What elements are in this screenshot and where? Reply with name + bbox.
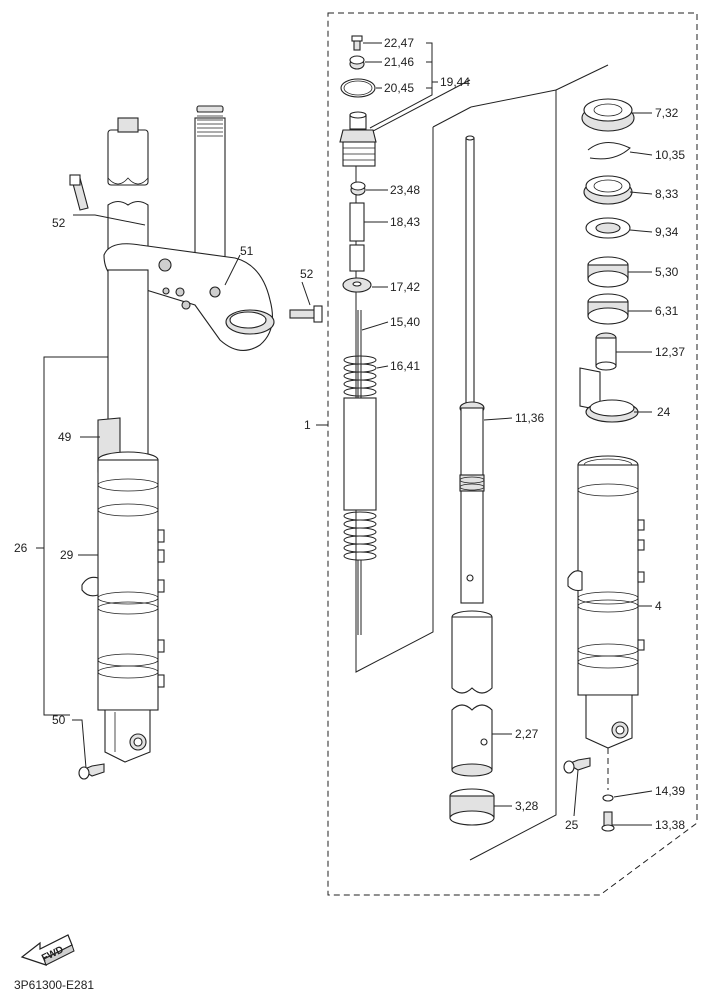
assembled-fork <box>69 105 323 780</box>
damper-rod-bracket <box>355 79 471 673</box>
label-7-32: 7,32 <box>655 106 679 120</box>
label-16-41: 16,41 <box>390 359 420 373</box>
label-50: 50 <box>52 713 66 727</box>
label-20-45: 20,45 <box>384 81 414 95</box>
label-14-39: 14,39 <box>655 784 685 798</box>
label-1: 1 <box>304 418 311 432</box>
label-24: 24 <box>657 405 671 419</box>
label-21-46: 21,46 <box>384 55 414 69</box>
label-12-37: 12,37 <box>655 345 685 359</box>
label-6-31: 6,31 <box>655 304 679 318</box>
label-13-38: 13,38 <box>655 818 685 832</box>
outer-tube-parts <box>563 98 645 832</box>
label-11-36: 11,36 <box>515 411 544 425</box>
inner-tube-bracket <box>432 106 472 128</box>
leader-lines <box>36 42 653 826</box>
label-2-27: 2,27 <box>515 727 539 741</box>
outer-tube-bracket <box>555 64 609 91</box>
label-52-upper: 52 <box>52 216 66 230</box>
inner-tube-bracket-right <box>469 89 557 861</box>
damper-parts <box>339 35 377 635</box>
label-49: 49 <box>58 430 72 444</box>
label-5-30: 5,30 <box>655 265 679 279</box>
label-4: 4 <box>655 599 662 613</box>
label-10-35: 10,35 <box>655 148 685 162</box>
diagram-code: 3P61300-E281 <box>14 978 94 992</box>
assembly-boundary <box>327 12 698 896</box>
inner-tube-parts <box>449 135 495 826</box>
fwd-arrow-icon: FWD <box>20 934 75 966</box>
label-26: 26 <box>14 541 28 555</box>
label-17-42: 17,42 <box>390 280 420 294</box>
label-52-right: 52 <box>300 267 314 281</box>
label-18-43: 18,43 <box>390 215 420 229</box>
label-23-48: 23,48 <box>390 183 420 197</box>
part-labels: 22,47 21,46 20,45 19,44 23,48 18,43 17,4… <box>14 36 685 832</box>
label-19-44: 19,44 <box>440 75 470 89</box>
label-15-40: 15,40 <box>390 315 420 329</box>
label-22-47: 22,47 <box>384 36 414 50</box>
label-3-28: 3,28 <box>515 799 539 813</box>
label-25: 25 <box>565 818 579 832</box>
label-9-34: 9,34 <box>655 225 679 239</box>
label-8-33: 8,33 <box>655 187 679 201</box>
label-29: 29 <box>60 548 74 562</box>
label-51: 51 <box>240 244 254 258</box>
